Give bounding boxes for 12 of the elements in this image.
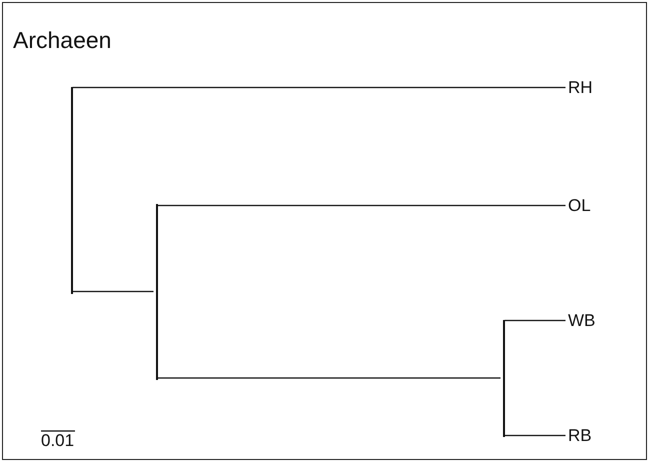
taxon-label: RH <box>568 76 593 100</box>
branch-line <box>72 86 566 88</box>
taxon-label: RB <box>568 424 592 448</box>
branch-line <box>72 290 154 292</box>
taxon-label: OL <box>568 194 591 218</box>
branch-line <box>504 434 566 436</box>
title: Archaeen <box>13 27 112 54</box>
branch-line <box>158 204 566 206</box>
taxon-label: WB <box>568 309 596 333</box>
scale-label: 0.01 <box>41 431 74 451</box>
branch-line <box>158 377 500 379</box>
branch-line <box>504 320 566 322</box>
